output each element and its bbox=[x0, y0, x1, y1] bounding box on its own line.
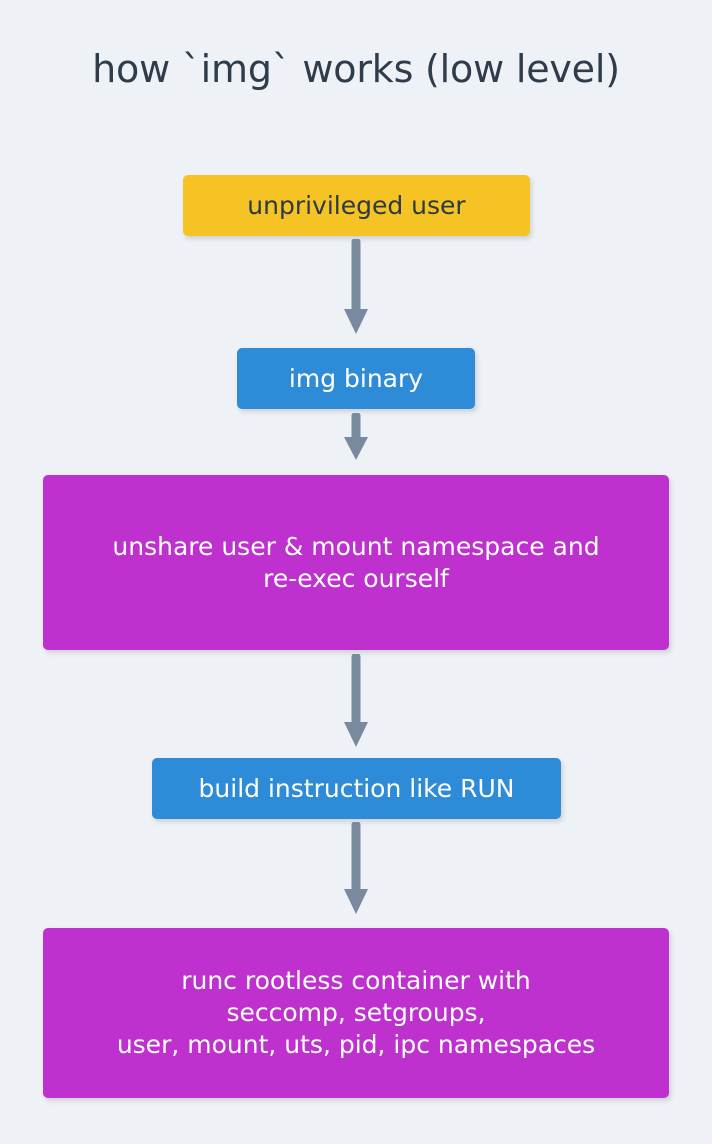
node-runc-rootless-container-label: runc rootless container with seccomp, se… bbox=[116, 966, 596, 1059]
node-build-instruction-label: build instruction like RUN bbox=[198, 773, 515, 803]
node-build-instruction[interactable]: build instruction like RUN bbox=[152, 758, 561, 819]
node-img-binary-label: img binary bbox=[288, 363, 424, 393]
arrow-down-icon-unshare-to-build bbox=[343, 654, 369, 749]
arrow-down-icon-build-to-runc bbox=[343, 822, 369, 916]
arrow-down-icon-unprivileged-to-img bbox=[343, 239, 369, 336]
node-unshare-namespace[interactable]: unshare user & mount namespace and re-ex… bbox=[43, 475, 669, 650]
node-unshare-namespace-label: unshare user & mount namespace and re-ex… bbox=[112, 531, 600, 593]
node-img-binary[interactable]: img binary bbox=[237, 348, 475, 409]
node-runc-rootless-container[interactable]: runc rootless container with seccomp, se… bbox=[43, 928, 669, 1098]
diagram-title: how `img` works (low level) bbox=[92, 47, 620, 91]
node-unprivileged-user-label: unprivileged user bbox=[247, 190, 466, 220]
arrow-down-icon-img-to-unshare bbox=[343, 413, 369, 461]
node-unprivileged-user[interactable]: unprivileged user bbox=[183, 175, 530, 236]
